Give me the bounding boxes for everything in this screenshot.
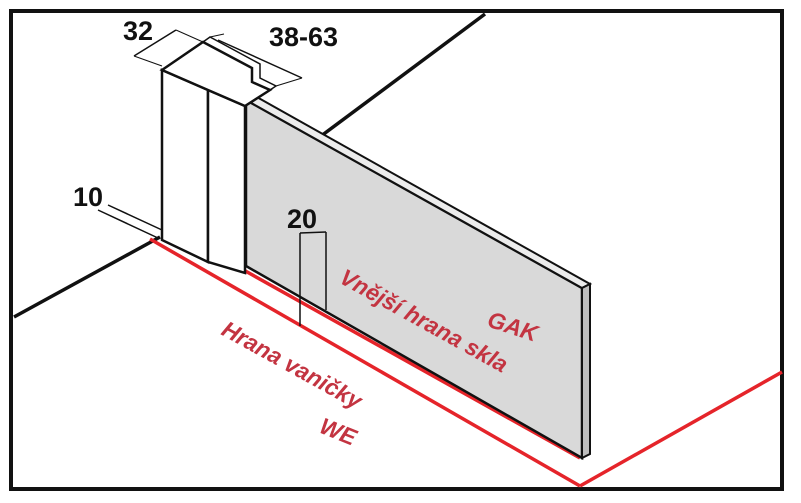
dim-38-63-line — [217, 39, 303, 79]
wall-floor-edge-left — [13, 235, 161, 319]
wall-profile-top — [159, 40, 273, 108]
dim-32-ext-left — [133, 55, 163, 67]
dim-20-text: 20 — [287, 204, 317, 234]
glass-edge-line — [239, 266, 581, 460]
wall-profile-front — [160, 68, 210, 264]
tray-edge-line-right — [579, 370, 783, 488]
dim-32-line — [133, 29, 177, 57]
dim-38-63-ext-left — [209, 33, 225, 38]
wall-profile-top-rim — [202, 36, 278, 91]
dim-38-63-ext-right — [275, 77, 303, 87]
dim-10-line-a — [97, 209, 159, 239]
wall-corner-top-right — [311, 12, 487, 144]
glass-end-edge — [581, 282, 591, 460]
dim-10-line-b — [107, 204, 163, 231]
dim-10-text: 10 — [73, 182, 103, 212]
dim-32-text: 32 — [123, 16, 153, 46]
tray-edge-line — [149, 237, 581, 488]
dim-20-top — [299, 231, 327, 234]
wall-profile-side — [206, 88, 247, 275]
dim-38-63-text: 38-63 — [269, 22, 338, 52]
dim-32-ext-right — [175, 29, 204, 43]
